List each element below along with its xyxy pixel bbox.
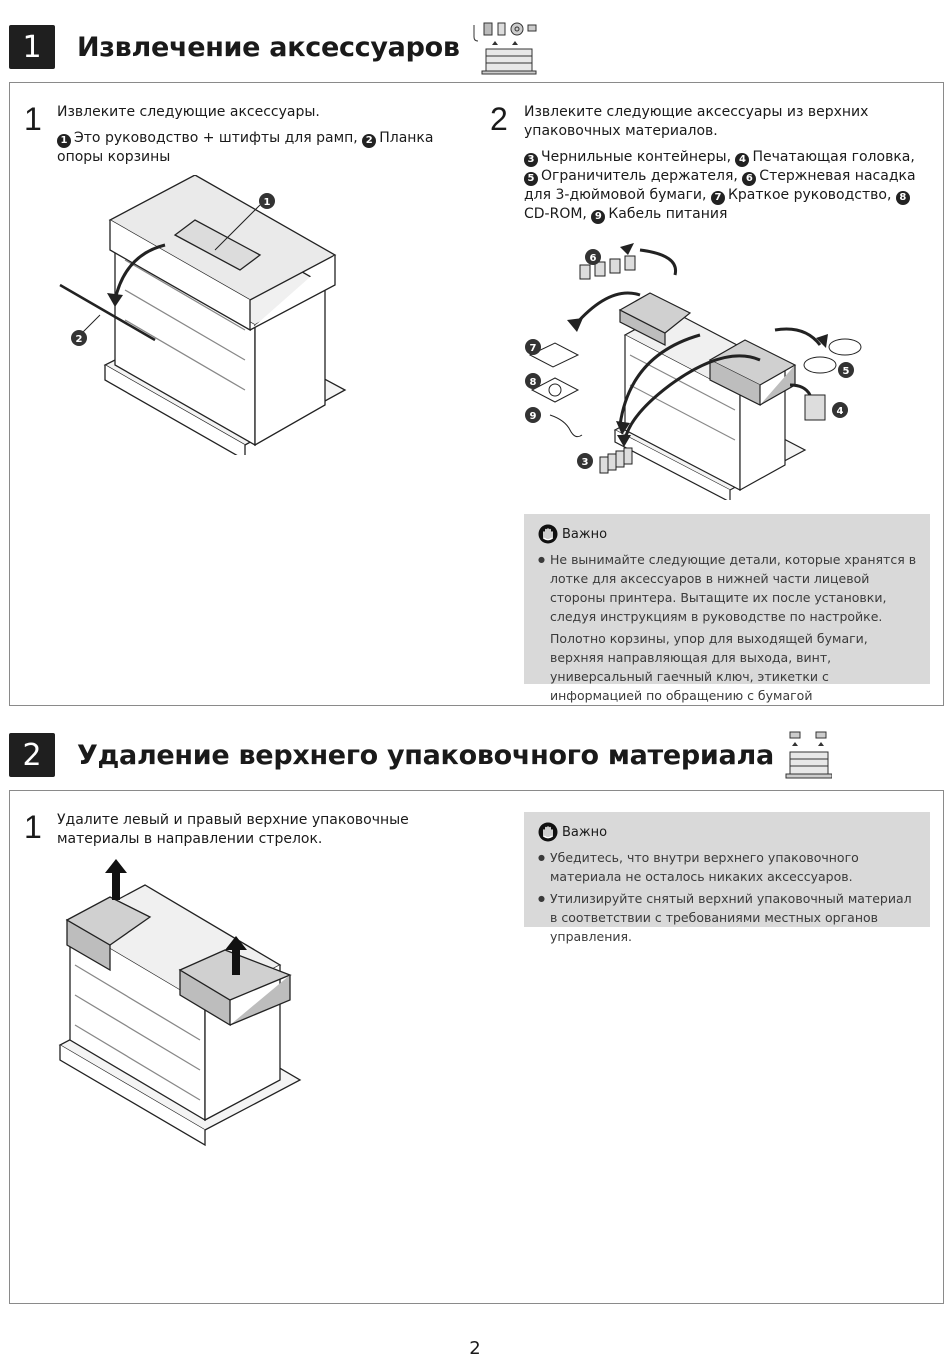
- note-1-heading-label: Важно: [562, 526, 608, 542]
- svg-text:4: 4: [837, 406, 844, 417]
- important-note-2: Важно Убедитесь, что внутри верхнего упа…: [524, 812, 930, 944]
- important-note-1: Важно Не вынимайте следующие детали, кот…: [524, 514, 930, 703]
- section-1-number: 1: [9, 25, 55, 69]
- callout-1: [259, 193, 275, 209]
- note-1-continuation: Полотно корзины, упор для выходящей бума…: [550, 631, 868, 703]
- callout-3: [577, 453, 593, 469]
- section-2-number: 2: [9, 733, 55, 777]
- callout-2-badge: 2: [362, 134, 377, 148]
- note-1-bullet: Не вынимайте следующие детали, которые х…: [538, 550, 918, 626]
- page-number: 2: [469, 1338, 481, 1359]
- section-1-title: Извлечение аксессуаров: [77, 31, 460, 63]
- svg-text:5: 5: [843, 366, 850, 377]
- callout-6-badge: 6: [742, 172, 757, 186]
- item-9-label: Кабель питания: [608, 206, 728, 222]
- callout-3-badge: 3: [524, 153, 538, 167]
- hand-stop-icon: [538, 524, 558, 544]
- section-2-step-1-text: Удалите левый и правый верхние упаковочн…: [57, 812, 409, 847]
- step-2-number: 2: [490, 101, 508, 137]
- step-1-instruction: Извлеките следующие аксессуары.: [57, 104, 320, 120]
- note-2-list: Убедитесь, что внутри верхнего упаковочн…: [538, 848, 918, 946]
- note-1-list: Не вынимайте следующие детали, которые х…: [538, 550, 918, 626]
- section-2-step-1-number: 1: [24, 809, 42, 845]
- section-2-box: [9, 790, 944, 1304]
- callout-8: [525, 373, 541, 389]
- note-1-heading: Важно: [538, 524, 918, 544]
- section-1-box: [9, 82, 944, 706]
- packaging-icon: [785, 731, 832, 779]
- item-5-label: Ограничитель держателя,: [541, 168, 738, 184]
- item-1-label: Это руководство + штифты для рамп,: [74, 130, 358, 146]
- note-2-heading: Важно: [538, 822, 918, 842]
- callout-4: [832, 402, 848, 418]
- svg-text:9: 9: [530, 411, 537, 422]
- callout-1-badge: 1: [57, 134, 71, 148]
- note-2-heading-label: Важно: [562, 824, 608, 840]
- item-3-label: Чернильные контейнеры,: [541, 149, 732, 165]
- item-4-label: Печатающая головка,: [752, 149, 915, 165]
- svg-text:2: 2: [76, 334, 83, 345]
- section-2-header: 2 Удаление верхнего упаковочного материа…: [9, 731, 832, 779]
- callout-5-badge: 5: [524, 172, 538, 186]
- accessories-icon: [473, 22, 537, 75]
- item-2-label: Планка опоры корзины: [57, 130, 434, 165]
- note-2-bullet-1: Убедитесь, что внутри верхнего упаковочн…: [538, 848, 918, 886]
- callout-9-badge: 9: [591, 210, 606, 224]
- step-2-text: Извлеките следующие аксессуары из верхни…: [524, 103, 924, 231]
- printer-box-illustration: 1 2: [59, 175, 347, 455]
- svg-text:6: 6: [590, 253, 597, 264]
- accessories-removal-illustration: 6 7 8 9 3 4 5: [525, 243, 862, 500]
- callout-7: [525, 339, 541, 355]
- callout-5: [838, 362, 854, 378]
- hand-stop-icon: [538, 822, 558, 842]
- step-2-instruction: Извлеките следующие аксессуары из верхни…: [524, 104, 869, 139]
- svg-text:3: 3: [582, 457, 589, 468]
- callout-9: [525, 407, 541, 423]
- svg-text:8: 8: [530, 377, 537, 388]
- item-7-label: Краткое руководство,: [727, 187, 892, 203]
- item-8-label: CD-ROM,: [524, 206, 587, 222]
- svg-text:1: 1: [264, 197, 271, 208]
- svg-text:7: 7: [530, 343, 537, 354]
- top-packaging-removal-illustration: [58, 859, 302, 1147]
- step-1-number: 1: [24, 101, 42, 137]
- callout-8-badge: 8: [895, 191, 910, 205]
- section-2-title: Удаление верхнего упаковочного материала: [77, 739, 774, 771]
- callout-7-badge: 7: [710, 191, 725, 205]
- note-2-bullet-2: Утилизируйте снятый верхний упаковочный …: [538, 889, 918, 946]
- callout-4-badge: 4: [735, 153, 750, 167]
- section-1-header: 1 Извлечение аксессуаров: [9, 22, 542, 75]
- callout-2: [71, 330, 87, 346]
- callout-6: [585, 249, 601, 265]
- item-6-label: Стержневая насадка для 3-дюймовой бумаги…: [524, 168, 916, 203]
